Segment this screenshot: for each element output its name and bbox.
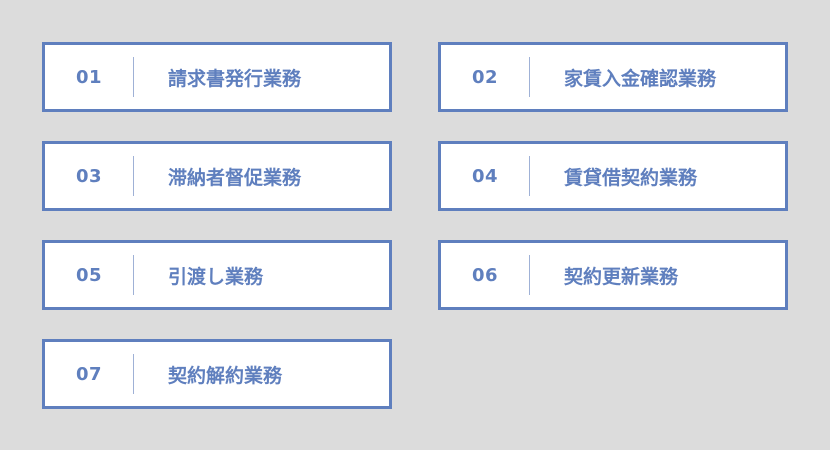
task-list: 01 請求書発行業務 02 家賃入金確認業務 03 滞納者督促業務 04 賃貸借… bbox=[42, 42, 788, 409]
task-card-07: 07 契約解約業務 bbox=[42, 339, 392, 409]
task-card-06: 06 契約更新業務 bbox=[438, 240, 788, 310]
task-label: 賃貸借契約業務 bbox=[564, 166, 698, 189]
divider bbox=[133, 156, 134, 196]
task-card-01: 01 請求書発行業務 bbox=[42, 42, 392, 112]
task-label: 請求書発行業務 bbox=[168, 67, 302, 90]
task-number: 07 bbox=[75, 363, 103, 385]
divider bbox=[529, 156, 530, 196]
task-number: 04 bbox=[471, 165, 499, 187]
divider bbox=[529, 57, 530, 97]
task-number: 02 bbox=[471, 66, 499, 88]
task-card-02: 02 家賃入金確認業務 bbox=[438, 42, 788, 112]
divider bbox=[133, 255, 134, 295]
task-label: 契約更新業務 bbox=[564, 265, 679, 288]
task-card-05: 05 引渡し業務 bbox=[42, 240, 392, 310]
task-number: 01 bbox=[75, 66, 103, 88]
divider bbox=[133, 354, 134, 394]
task-number: 03 bbox=[75, 165, 103, 187]
task-card-03: 03 滞納者督促業務 bbox=[42, 141, 392, 211]
task-label: 滞納者督促業務 bbox=[168, 166, 302, 189]
task-number: 05 bbox=[75, 264, 103, 286]
divider bbox=[133, 57, 134, 97]
task-label: 契約解約業務 bbox=[168, 364, 283, 387]
divider bbox=[529, 255, 530, 295]
task-label: 引渡し業務 bbox=[168, 265, 264, 288]
task-number: 06 bbox=[471, 264, 499, 286]
task-card-04: 04 賃貸借契約業務 bbox=[438, 141, 788, 211]
task-label: 家賃入金確認業務 bbox=[564, 67, 717, 90]
